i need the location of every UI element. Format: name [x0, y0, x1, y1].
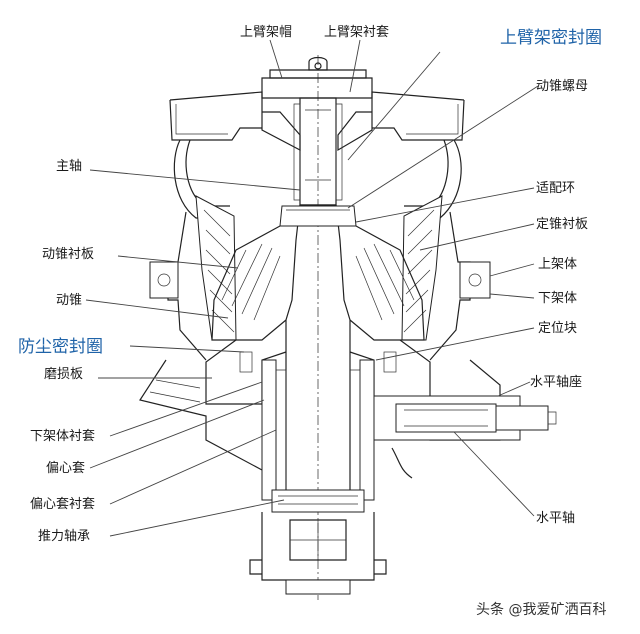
label-dust-seal: 防尘密封圈 — [18, 337, 103, 357]
label-main-shaft: 主轴 — [56, 159, 82, 174]
crusher-drawing — [139, 55, 557, 600]
label-lower-frame-bushing: 下架体衬套 — [30, 428, 95, 444]
label-cone-nut: 动锥螺母 — [536, 79, 588, 94]
label-eccentric-sleeve: 偏心套 — [46, 460, 85, 476]
label-horizontal-shaft: 水平轴 — [536, 511, 575, 526]
label-upper-frame: 上架体 — [538, 257, 577, 272]
label-fixed-cone-liner: 定锥衬板 — [536, 217, 588, 232]
callout-labels: 上臂架帽 上臂架衬套 上臂架密封圈 动锥螺母 主轴 适配环 定锥衬板 动锥衬板 … — [18, 24, 606, 618]
label-adapter-ring: 适配环 — [536, 181, 575, 196]
label-thrust-bearing: 推力轴承 — [38, 529, 90, 544]
label-wear-plate: 磨损板 — [44, 367, 83, 382]
label-upper-arm-seal: 上臂架密封圈 — [500, 28, 602, 48]
label-lower-frame: 下架体 — [538, 291, 577, 306]
label-upper-arm-cap: 上臂架帽 — [240, 24, 292, 40]
label-moving-cone: 动锥 — [56, 293, 82, 308]
watermark: 头条 @我爱矿洒百科 — [476, 601, 606, 618]
label-positioning-block: 定位块 — [538, 321, 577, 336]
label-horizontal-shaft-seat: 水平轴座 — [530, 375, 582, 390]
label-moving-cone-liner: 动锥衬板 — [42, 247, 94, 262]
leader-lines — [85, 39, 539, 537]
label-eccentric-sleeve-bushing: 偏心套衬套 — [30, 496, 95, 512]
label-upper-arm-bushing: 上臂架衬套 — [324, 24, 389, 40]
